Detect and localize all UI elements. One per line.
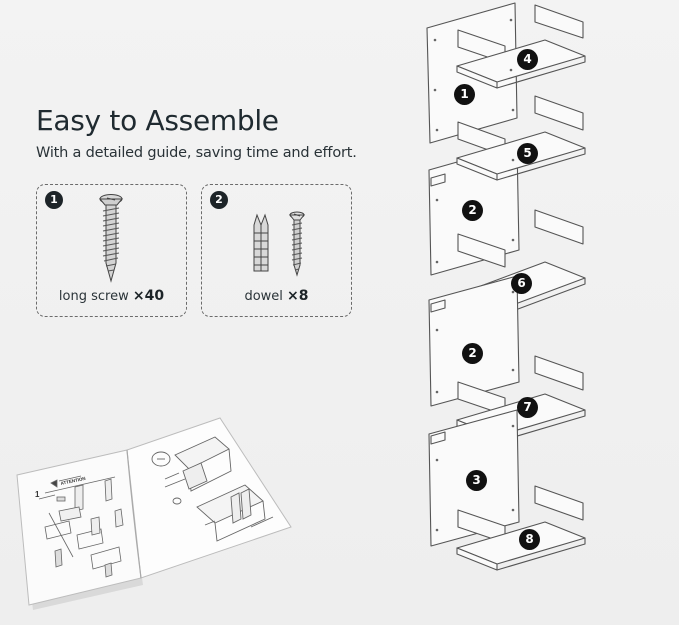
page-title: Easy to Assemble [36,104,279,137]
booklet-step-number: 1 [35,490,40,499]
step-number-badge: 5 [517,143,538,164]
part-number-badge: 2 [210,191,228,209]
step-number-badge: 1 [454,84,475,105]
shelf-block [534,95,584,131]
part-name: dowel [244,289,283,304]
page-subtitle: With a detailed guide, saving time and e… [36,145,357,161]
step-number-badge: 8 [519,529,540,550]
shelf-block [457,233,506,268]
step-number-badge: 6 [511,273,532,294]
part-card-dowel: 2 dowel ×8 [201,184,352,317]
part-label: long screw ×40 [37,288,186,304]
side-panel-2b [428,275,520,407]
part-card-long-screw: 1 long screw ×40 [36,184,187,317]
dowel-icon [253,211,306,277]
shelf-block [534,209,584,245]
step-number-badge: 2 [462,343,483,364]
step-number-badge: 4 [517,49,538,70]
step-number-badge: 7 [517,397,538,418]
booklet-warning-label: ATTENTION [60,476,86,486]
part-quantity: ×40 [132,288,165,304]
step-number-badge: 3 [466,470,487,491]
step-number-badge: 2 [462,200,483,221]
part-label: dowel ×8 [202,288,351,304]
shelf-block [534,485,584,521]
part-number-badge: 1 [45,191,63,209]
long-screw-icon [98,194,124,283]
instruction-booklet-illustration: 1 ATTENTION [16,417,292,610]
part-name: long screw [58,289,129,304]
shelf-block [534,4,584,39]
part-quantity: ×8 [287,288,309,304]
shelf-block [534,355,584,391]
